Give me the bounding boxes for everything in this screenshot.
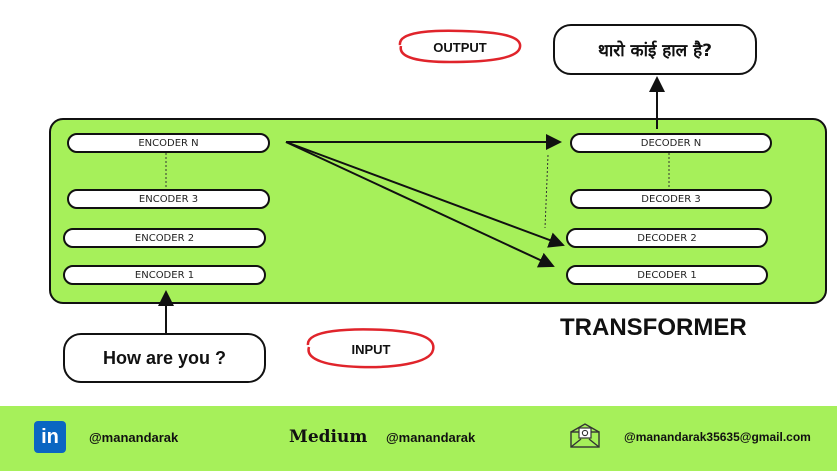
- decoder-n: DECODER N: [570, 133, 772, 153]
- transformer-label: TRANSFORMER: [560, 314, 747, 341]
- output-text-box: थारो कांई हाल है?: [553, 24, 757, 75]
- linkedin-icon[interactable]: in: [34, 421, 66, 453]
- encoder-n: ENCODER N: [67, 133, 270, 153]
- decoder-3: DECODER 3: [570, 189, 772, 209]
- encoder-1: ENCODER 1: [63, 265, 266, 285]
- cross-dotted-link: [544, 154, 549, 229]
- mail-icon[interactable]: [568, 423, 602, 449]
- encoder-2: ENCODER 2: [63, 228, 266, 248]
- output-tag: OUTPUT: [433, 39, 487, 55]
- email-address[interactable]: @manandarak35635@gmail.com: [624, 430, 811, 444]
- arrow-to-decoder-1: [285, 141, 555, 268]
- footer-bar: [0, 406, 837, 471]
- medium-handle[interactable]: @manandarak: [386, 430, 476, 445]
- decoder-1: DECODER 1: [566, 265, 768, 285]
- output-highlight: [398, 29, 522, 64]
- encoder-3: ENCODER 3: [67, 189, 270, 209]
- input-tag: INPUT: [351, 341, 391, 357]
- input-highlight: [306, 328, 435, 369]
- medium-logo[interactable]: Medium: [289, 427, 368, 447]
- input-text-box: How are you ?: [63, 333, 266, 383]
- linkedin-handle[interactable]: @manandarak: [89, 430, 179, 445]
- decoder-2: DECODER 2: [566, 228, 768, 248]
- arrow-to-decoder-2: [285, 141, 565, 248]
